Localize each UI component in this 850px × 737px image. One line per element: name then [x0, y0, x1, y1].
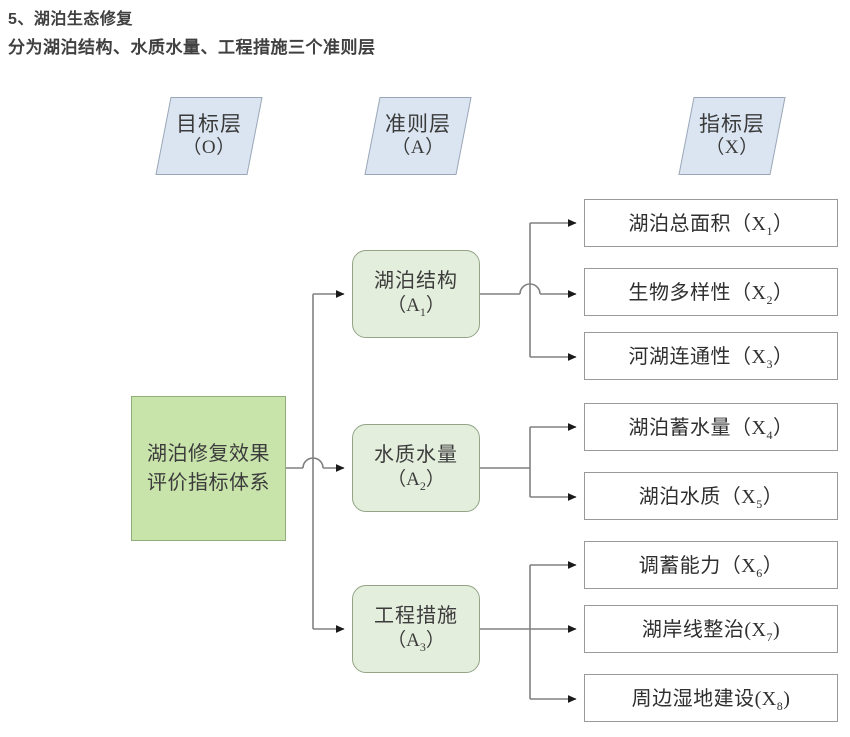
indicator-node-x2[interactable]: 生物多样性（X2）: [584, 268, 838, 316]
goal-layer-tag-label: 目标层: [176, 112, 242, 137]
criterion-node-a3[interactable]: 工程措施 （A3）: [352, 585, 480, 673]
indicator-node-x1-label: 湖泊总面积（X1）: [628, 213, 794, 238]
criterion-node-a2[interactable]: 水质水量 （A2）: [352, 424, 480, 512]
indicator-node-x5[interactable]: 湖泊水质（X5）: [584, 472, 838, 520]
criterion-node-a1-label: 湖泊结构: [374, 269, 458, 292]
indicator-node-x4-label: 湖泊蓄水量（X4）: [628, 417, 794, 442]
criteria-layer-tag-code: （A）: [391, 137, 445, 159]
goal-node[interactable]: 湖泊修复效果评价指标体系: [131, 396, 286, 541]
heading-line-1: 5、湖泊生态修复: [8, 11, 133, 28]
heading-line-2: 分为湖泊结构、水质水量、工程措施三个准则层: [8, 38, 376, 57]
indicator-node-x8[interactable]: 周边湿地建设(X8): [584, 674, 838, 722]
edge-a1-stub-hop: [519, 283, 541, 295]
indicator-node-x3-label: 河湖连通性（X3）: [628, 346, 794, 371]
criterion-node-a3-label: 工程措施: [374, 604, 458, 627]
criterion-node-a3-code: （A3）: [387, 629, 445, 654]
criterion-node-a1[interactable]: 湖泊结构 （A1）: [352, 250, 480, 338]
criterion-node-a2-code: （A2）: [387, 468, 445, 493]
goal-node-label: 湖泊修复效果评价指标体系: [147, 442, 270, 494]
criterion-node-a2-label: 水质水量: [374, 443, 458, 466]
edge-goal-trunk-hop: [302, 457, 324, 469]
index-layer-tag-label: 指标层: [699, 112, 765, 137]
goal-layer-tag-code: （O）: [182, 137, 236, 159]
indicator-node-x8-label: 周边湿地建设(X8): [631, 688, 791, 713]
criteria-layer-tag: 准则层 （A）: [364, 97, 472, 175]
indicator-node-x5-label: 湖泊水质（X5）: [638, 486, 784, 511]
goal-layer-tag: 目标层 （O）: [155, 97, 263, 175]
indicator-node-x2-label: 生物多样性（X2）: [628, 282, 794, 307]
index-layer-tag-code: （X）: [705, 137, 759, 159]
indicator-node-x4[interactable]: 湖泊蓄水量（X4）: [584, 403, 838, 451]
indicator-node-x1[interactable]: 湖泊总面积（X1）: [584, 199, 838, 247]
criterion-node-a1-code: （A1）: [387, 294, 445, 319]
indicator-node-x3[interactable]: 河湖连通性（X3）: [584, 332, 838, 380]
indicator-node-x6-label: 调蓄能力（X6）: [638, 555, 784, 580]
index-layer-tag: 指标层 （X）: [678, 97, 786, 175]
indicator-node-x7[interactable]: 湖岸线整治(X7): [584, 605, 838, 653]
criteria-layer-tag-label: 准则层: [385, 112, 451, 137]
indicator-node-x7-label: 湖岸线整治(X7): [641, 619, 781, 644]
indicator-node-x6[interactable]: 调蓄能力（X6）: [584, 541, 838, 589]
